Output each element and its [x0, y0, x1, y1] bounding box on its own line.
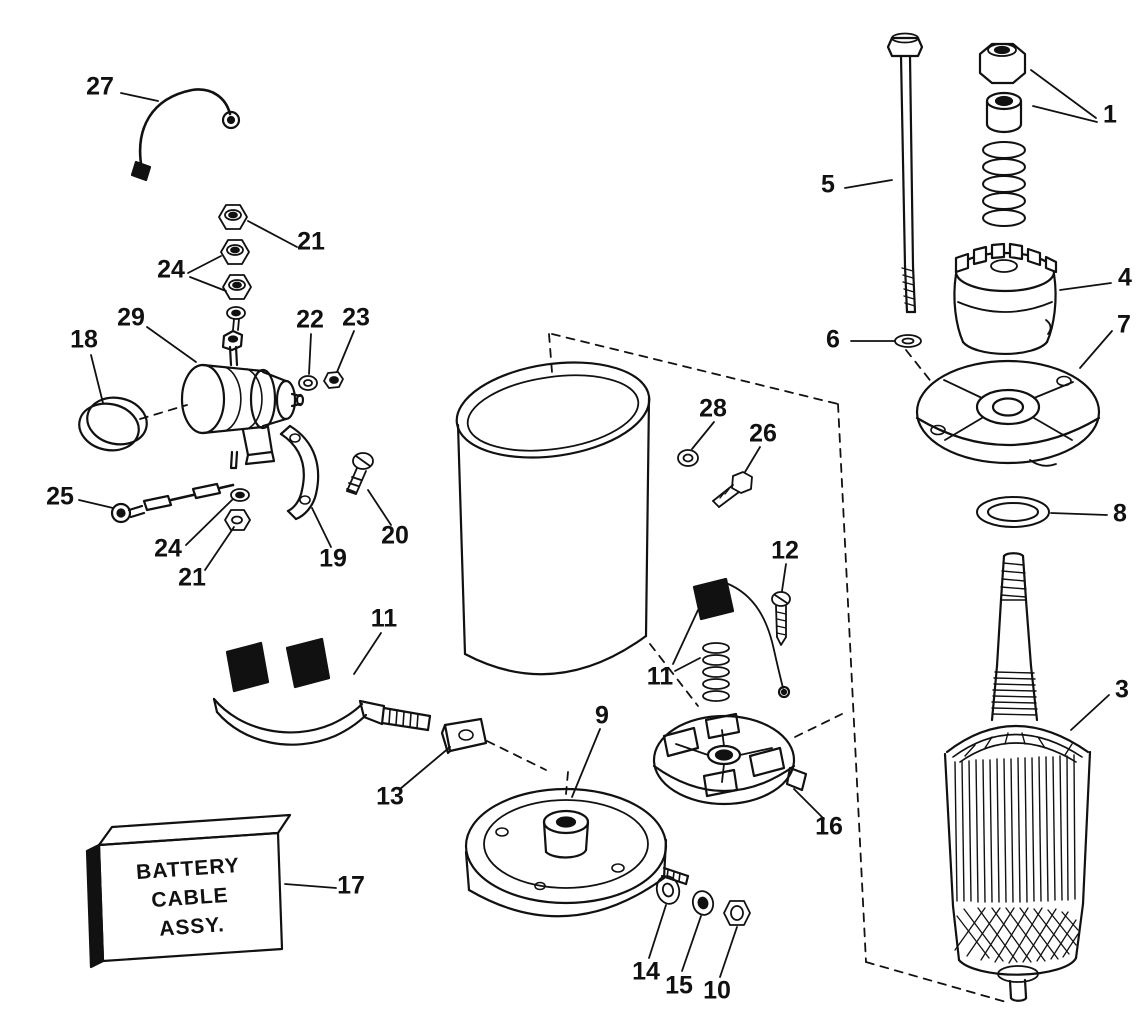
- part-3-armature: [943, 552, 1092, 1002]
- part-callout-27: 27: [86, 72, 114, 101]
- part-12-screw: [771, 591, 791, 646]
- part-callout-21: 21: [297, 227, 325, 256]
- part-9-end-cap: [464, 787, 690, 918]
- part-callout-24: 24: [154, 534, 182, 563]
- part-6-washer: [894, 334, 922, 348]
- part-callout-8: 8: [1113, 499, 1127, 528]
- part-8-oring: [976, 496, 1050, 528]
- part-callout-4: 4: [1118, 263, 1132, 292]
- part-callout-21: 21: [178, 563, 206, 592]
- part-callout-3: 3: [1115, 675, 1129, 704]
- leader-lines: [78, 69, 1113, 978]
- part-callout-28: 28: [699, 394, 727, 423]
- part-callout-11: 11: [370, 604, 398, 633]
- part-7-end-plate: [915, 359, 1101, 467]
- part-callout-12: 12: [771, 536, 799, 565]
- part-16-brush-plate: [652, 712, 808, 806]
- assembly-guide-lines: [139, 333, 1007, 1003]
- part-callout-14: 14: [632, 957, 660, 986]
- part-callout-1: 1: [1103, 100, 1117, 129]
- part-callout-17: 17: [337, 871, 365, 900]
- part-21-24-nut-stack: [218, 204, 252, 331]
- part-29-solenoid: [180, 329, 305, 470]
- part-callout-19: 19: [319, 544, 347, 573]
- part-19-bracket: [279, 424, 320, 521]
- part-27-jumper-wire: [130, 88, 241, 182]
- part-callout-18: 18: [70, 325, 98, 354]
- part-callout-22: 22: [296, 305, 324, 334]
- part-14-15-10-fasteners: [655, 875, 751, 926]
- part-callout-6: 6: [826, 325, 840, 354]
- part-callout-7: 7: [1117, 310, 1131, 339]
- part-1-nut-spacer-spring: [978, 42, 1027, 227]
- part-callout-29: 29: [117, 303, 145, 332]
- part-callout-26: 26: [749, 419, 777, 448]
- part-callout-25: 25: [46, 482, 74, 511]
- part-22-23-washers: [298, 371, 344, 391]
- part-24-21-lower-fasteners: [224, 488, 251, 531]
- part-11-brush-strap: [212, 637, 432, 746]
- part-callout-16: 16: [815, 812, 843, 841]
- part-18-collar: [78, 396, 148, 452]
- part-25-cable-lead: [110, 482, 235, 524]
- part-callout-10: 10: [703, 976, 731, 1005]
- part-callout-20: 20: [381, 521, 409, 550]
- part-callout-9: 9: [595, 701, 609, 730]
- part-11-brush-spring: [692, 577, 791, 702]
- part-callout-23: 23: [342, 303, 370, 332]
- part-13-clamp: [440, 717, 488, 755]
- part-callout-24: 24: [157, 255, 185, 284]
- part-17-battery-box: [85, 813, 292, 969]
- part-28-26-screw-washer: [677, 449, 753, 508]
- part-callout-13: 13: [376, 782, 404, 811]
- part-callout-5: 5: [821, 170, 835, 199]
- battery-cable-assy-label: BATTERY CABLE ASSY.: [135, 851, 245, 945]
- part-callout-11: 11: [646, 662, 674, 691]
- part-5-bolt: [886, 32, 924, 314]
- motor-frame-cylinder: [455, 361, 651, 676]
- part-20-screw: [346, 452, 374, 495]
- part-callout-15: 15: [665, 971, 693, 1000]
- part-4-drive-pinion: [953, 242, 1058, 356]
